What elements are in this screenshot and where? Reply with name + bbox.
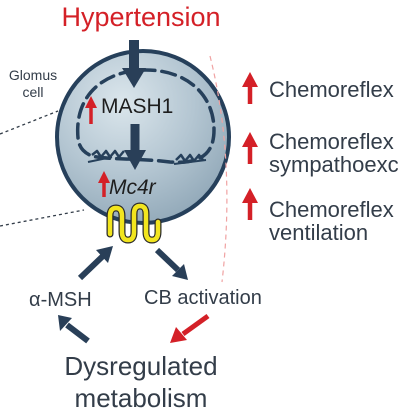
effect-chemoreflex: Chemoreflex [269,77,394,102]
metabolism-to-alpha-msh-arrow-shaft [65,322,90,344]
mrna-left-squiggle [91,149,125,159]
cb-activation-label: CB activation [144,287,262,309]
separator-line [209,55,228,283]
mrna-right-strand [173,159,207,165]
effect-2-arrow-head [242,132,258,147]
mash1-increase-arrow-head [85,96,97,108]
alpha-msh-to-receptor-arrow-shaft [77,253,106,281]
effect-chemoreflex-sympathoexcitation: Chemoreflex sympathoexc [269,130,417,176]
metabolism-to-alpha-msh-arrow-head [58,315,72,331]
mash1-to-mc4r-arrow-head [124,150,146,170]
glomus-cell-label: Glomus cell [8,67,58,100]
effect-chemoreflex-ventilation: Chemoreflex ventilation [269,198,417,244]
cb-activation-to-metabolism-arrow-shaft [181,313,210,337]
receptor-to-cb-activation-arrow-shaft [154,247,181,273]
effect-3-arrow-head [242,188,258,203]
receptor-to-cb-activation-arrow-head [172,264,188,280]
effect-1-arrow-head [242,72,258,87]
gene-mc4r-label: Mc4r [109,176,156,199]
gene-mash1-label: MASH1 [101,95,174,118]
alpha-msh-to-receptor-arrow-head [96,246,113,263]
effect-3-text: Chemoreflex ventilation [269,197,394,245]
mc4r-increase-arrow-head [98,171,110,183]
mc4r-receptor-icon [107,203,161,243]
effect-2-text: Chemoreflex sympathoexc [269,129,399,177]
hypertension-arrow-head [122,68,146,88]
mrna-left-strand [87,156,113,163]
alpha-msh-label: α-MSH [29,289,92,311]
glomus-leader-line-lower [0,209,85,227]
mrna-right-squiggle [175,153,204,163]
cb-activation-to-metabolism-arrow-head [170,327,187,343]
glomus-leader-line-upper [0,110,59,135]
title-hypertension: Hypertension [61,2,221,32]
nucleus-outline [76,68,216,165]
dysregulated-metabolism-label: Dysregulated metabolism [64,351,218,413]
